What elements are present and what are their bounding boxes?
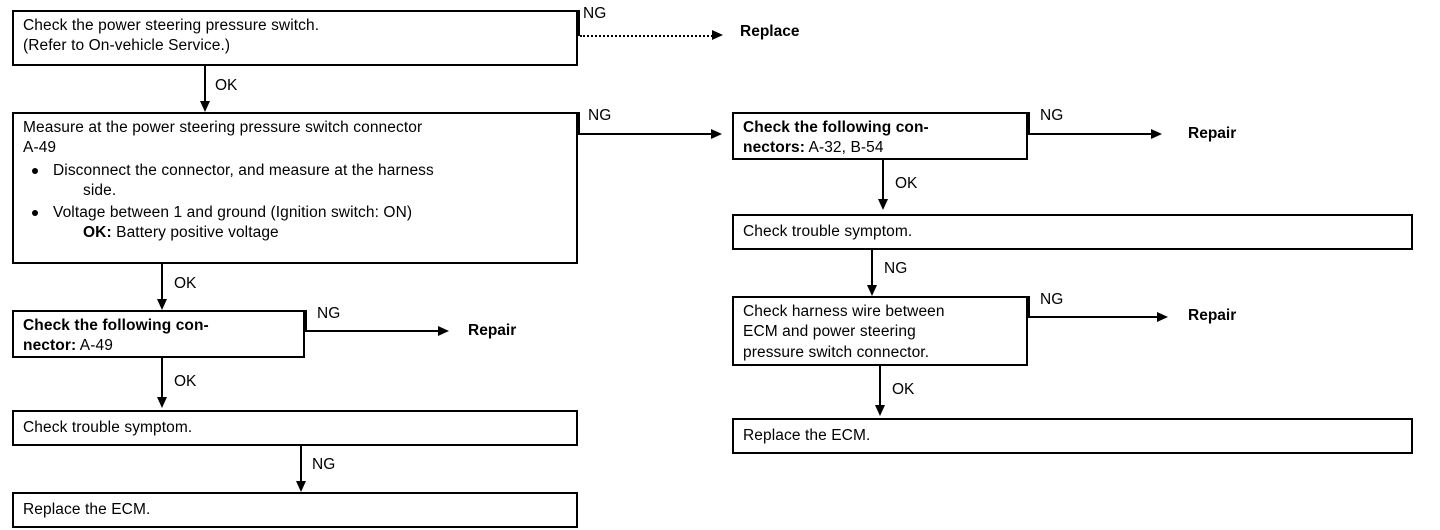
box5-line1: Replace the ECM. <box>23 501 151 518</box>
edge-rbox3-ng-line <box>1028 316 1158 318</box>
box-check-trouble-symptom-right: Check trouble symptom. <box>732 214 1413 250</box>
edge-box4-ng-line <box>300 446 302 484</box>
edge-rbox3-ng-arrowhead <box>1157 311 1168 322</box>
edge-label-ok-box2-box3: OK <box>174 275 197 292</box>
box2-bullet-list: Disconnect the connector, and measure at… <box>23 161 567 244</box>
edge-rbox1-ng-stub <box>1028 112 1030 134</box>
edge-rbox1-ng-line <box>1028 133 1152 135</box>
edge-box3-ng-arrowhead <box>438 325 449 336</box>
rbox1-text: Check the following con- nectors: A-32, … <box>734 114 1026 163</box>
edge-box2-ng-arrowhead <box>711 128 722 139</box>
box1-line1: Check the power steering pressure switch… <box>23 17 320 34</box>
rbox2-line1: Check trouble symptom. <box>743 223 913 240</box>
box5-text: Replace the ECM. <box>14 494 576 524</box>
edge-box2-ng-line <box>578 133 712 135</box>
rbox3-line1: Check harness wire between <box>743 303 945 320</box>
edge-box3-ng-stub <box>305 310 307 332</box>
rbox3-text: Check harness wire between ECM and power… <box>734 298 1026 367</box>
edge-rbox1-ng-arrowhead <box>1151 128 1162 139</box>
edge-box3-ok-line <box>161 358 163 400</box>
edge-box2-ng-stub <box>578 112 580 135</box>
edge-box3-ok-arrowhead <box>156 397 167 408</box>
box-replace-ecm-right: Replace the ECM. <box>732 418 1413 454</box>
edge-label-ng-rbox1: NG <box>1040 107 1064 124</box>
box-check-harness-wire-ecm-to-switch: Check harness wire between ECM and power… <box>732 296 1028 366</box>
box2-bullet-2-text: Voltage between 1 and ground (Ignition s… <box>53 203 413 221</box>
edge-box1-ng-dotted-line <box>580 35 713 37</box>
edge-label-ng-box1: NG <box>583 5 607 22</box>
edge-rbox2-ng-arrowhead <box>866 285 877 296</box>
edge-box1-ng-arrowhead <box>712 30 723 40</box>
box2-bullet-2: Voltage between 1 and ground (Ignition s… <box>23 203 567 244</box>
terminal-repair-right-top: Repair <box>1188 125 1237 142</box>
edge-box1-ok-arrowhead <box>199 101 210 112</box>
box2-bullet-1-cont: side. <box>83 182 117 200</box>
edge-label-ng-box3: NG <box>317 305 341 322</box>
edge-box2-ok-line <box>161 264 163 302</box>
rbox1-line2-bold: nectors: <box>743 139 805 157</box>
edge-box4-ng-arrowhead <box>295 481 306 492</box>
rbox4-text: Replace the ECM. <box>734 420 1411 450</box>
terminal-repair-right-bottom: Repair <box>1188 307 1237 324</box>
box2-text: Measure at the power steering pressure s… <box>14 114 576 249</box>
box1-line2: (Refer to On-vehicle Service.) <box>23 37 231 55</box>
edge-label-ng-rbox2-rbox3: NG <box>884 260 908 277</box>
bullet-dot-icon <box>32 209 38 216</box>
box-replace-ecm-left: Replace the ECM. <box>12 492 578 528</box>
box2-bullet-1-text: Disconnect the connector, and measure at… <box>53 161 434 179</box>
box2-line2: A-49 <box>23 139 57 157</box>
edge-label-ng-box4-box5: NG <box>312 456 336 473</box>
rbox2-text: Check trouble symptom. <box>734 216 1411 246</box>
edge-label-ok-box1-box2: OK <box>215 77 238 94</box>
terminal-repair-left: Repair <box>468 322 517 339</box>
box4-line1: Check trouble symptom. <box>23 419 193 436</box>
box-check-following-connector-a49: Check the following con- nector: A-49 <box>12 310 305 358</box>
rbox3-line3: pressure switch connector. <box>743 343 930 361</box>
box-check-trouble-symptom-left: Check trouble symptom. <box>12 410 578 446</box>
box2-bullet-2-ok-line: OK: Battery positive voltage <box>53 223 567 243</box>
edge-box1-ng-stub <box>578 10 580 36</box>
box3-line1: Check the following con- <box>23 317 209 334</box>
box3-line2-rest: A-49 <box>76 337 113 355</box>
edge-rbox2-ng-line <box>871 250 873 288</box>
box-check-power-steering-pressure-switch: Check the power steering pressure switch… <box>12 10 578 66</box>
box2-bullet-1: Disconnect the connector, and measure at… <box>23 161 567 202</box>
bullet-dot-icon <box>32 167 38 174</box>
edge-label-ok-rbox1-rbox2: OK <box>895 175 918 192</box>
box-check-following-connectors-a32-b54: Check the following con- nectors: A-32, … <box>732 112 1028 160</box>
rbox3-line2: ECM and power steering <box>743 323 916 341</box>
rbox4-line1: Replace the ECM. <box>743 427 871 444</box>
box4-text: Check trouble symptom. <box>14 412 576 442</box>
edge-rbox3-ok-arrowhead <box>874 405 885 416</box>
edge-rbox1-ok-arrowhead <box>877 199 888 210</box>
box3-text: Check the following con- nector: A-49 <box>14 312 303 361</box>
box2-ok-label: OK: <box>83 224 112 242</box>
rbox1-line2: nectors: A-32, B-54 <box>743 138 1017 158</box>
edge-label-ok-rbox3-rbox4: OK <box>892 381 915 398</box>
rbox1-line1: Check the following con- <box>743 119 929 136</box>
box3-line2: nector: A-49 <box>23 336 294 356</box>
box-measure-at-connector-a49: Measure at the power steering pressure s… <box>12 112 578 264</box>
box2-ok-value: Battery positive voltage <box>111 224 279 242</box>
edge-label-ok-box3-box4: OK <box>174 373 197 390</box>
edge-label-ng-box2: NG <box>588 107 612 124</box>
box1-text: Check the power steering pressure switch… <box>14 12 576 61</box>
edge-box3-ng-line <box>305 330 439 332</box>
edge-box1-ok-line <box>204 66 206 104</box>
box3-line2-bold: nector: <box>23 337 77 355</box>
edge-box2-ok-arrowhead <box>156 299 167 310</box>
box2-line1: Measure at the power steering pressure s… <box>23 119 423 136</box>
rbox1-line2-rest: A-32, B-54 <box>804 139 884 157</box>
edge-rbox3-ok-line <box>879 366 881 408</box>
edge-rbox1-ok-line <box>882 160 884 202</box>
edge-label-ng-rbox3: NG <box>1040 291 1064 308</box>
edge-rbox3-ng-stub <box>1028 296 1030 318</box>
terminal-replace-top: Replace <box>740 23 800 40</box>
